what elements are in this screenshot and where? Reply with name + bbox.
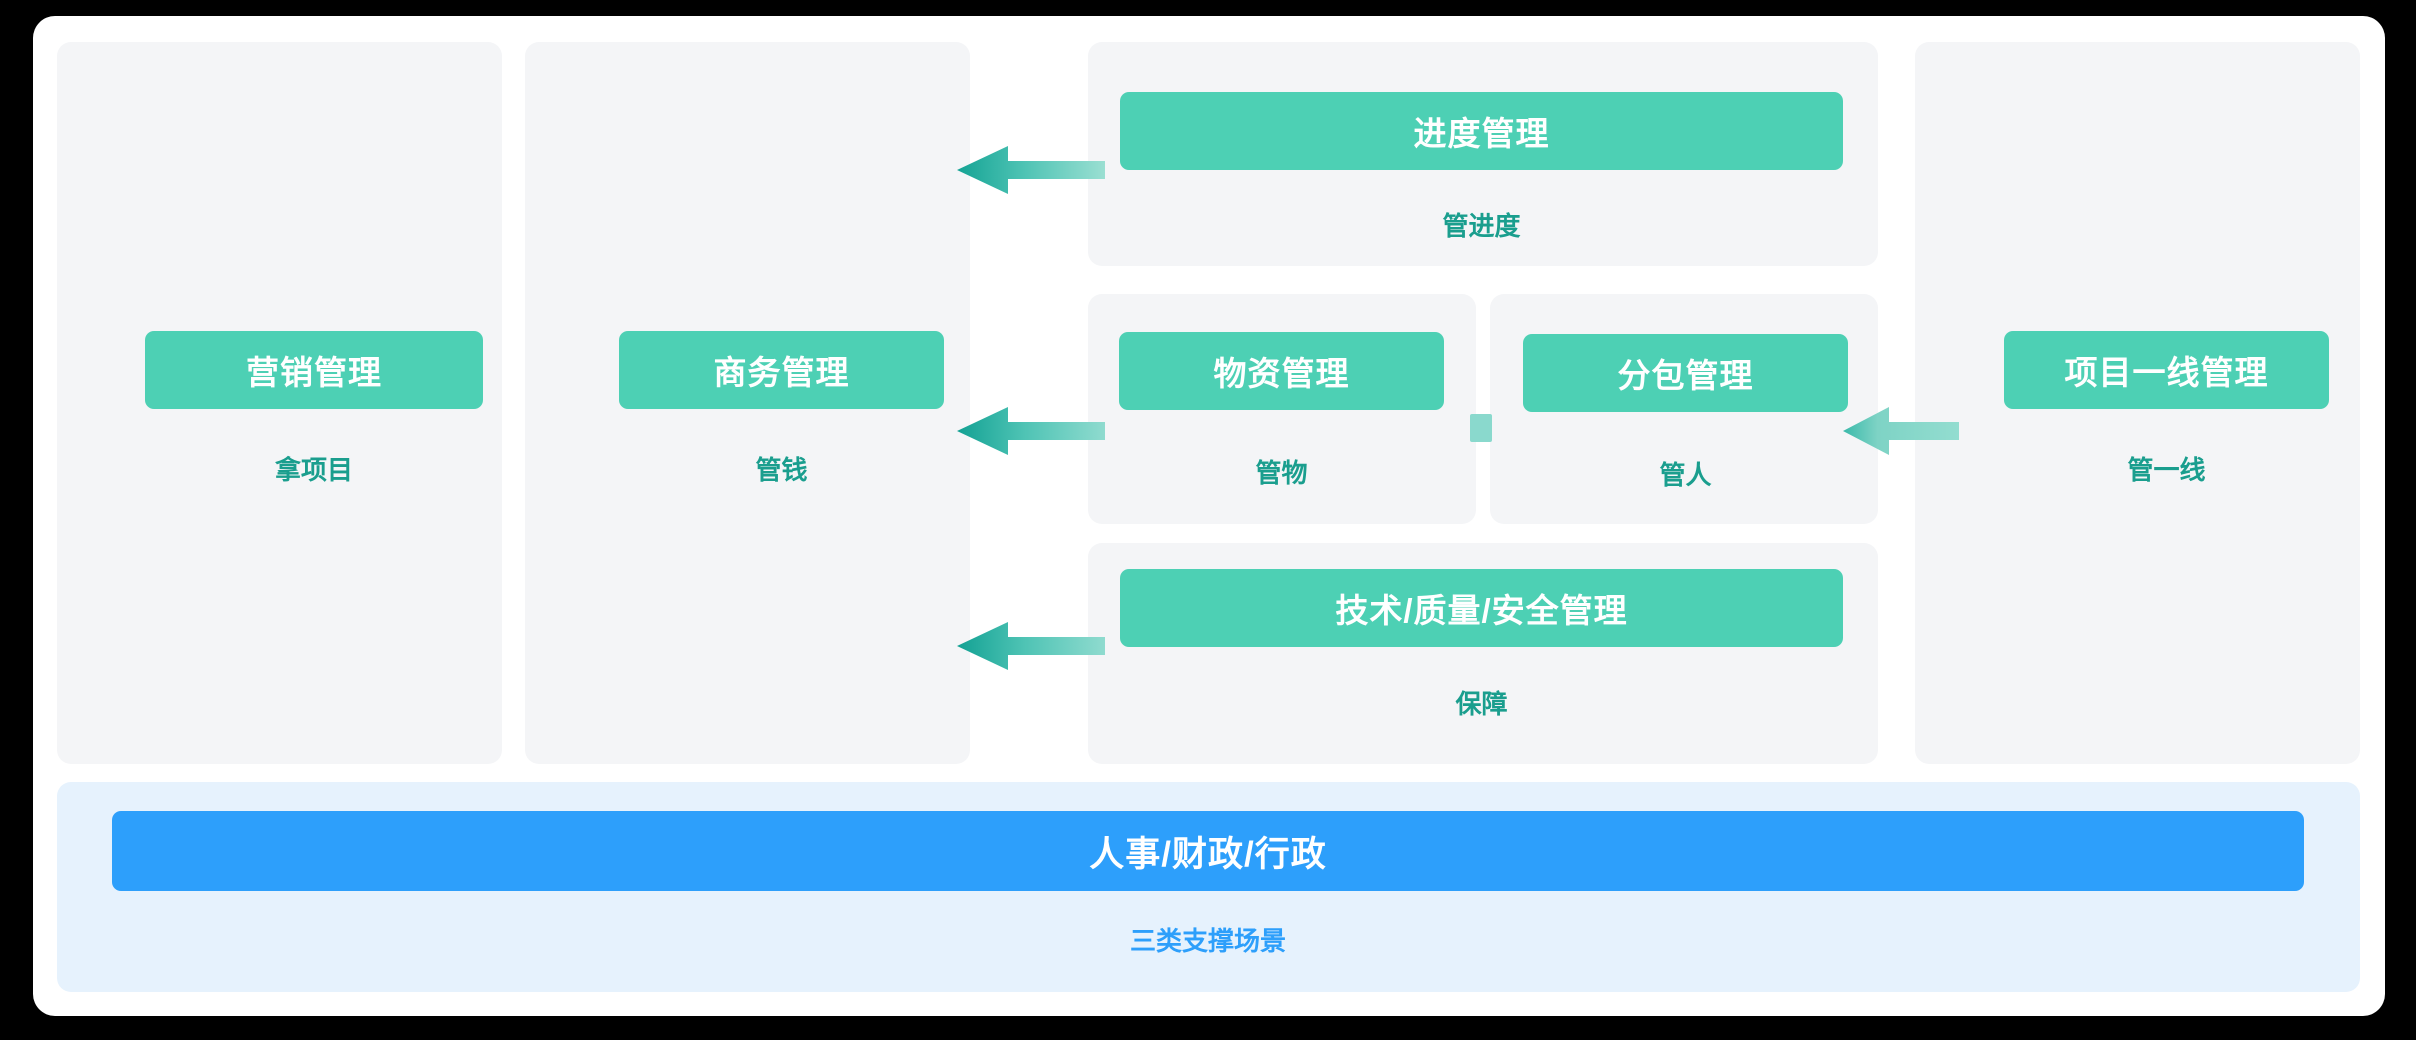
arrow-left-icon-tqs-to-commerce [953,616,1105,676]
pill-progress[interactable]: 进度管理 [1120,92,1843,170]
pill-commerce[interactable]: 商务管理 [619,331,944,409]
pill-marketing[interactable]: 营销管理 [145,331,483,409]
caption-support-scenarios: 三类支撑场景 [1129,926,1286,956]
pill-technical-quality-safety[interactable]: 技术/质量/安全管理 [1120,569,1843,647]
support-band: 人事/财政/行政 三类支撑场景 [57,782,2360,992]
arrow-left-icon-material-to-commerce [953,401,1105,461]
caption-technical-quality-safety: 保障 [1455,689,1508,719]
caption-commerce: 管钱 [755,455,808,485]
pill-frontline[interactable]: 项目一线管理 [2004,331,2329,409]
pill-support-hr-finance-admin[interactable]: 人事/财政/行政 [112,811,2304,891]
arrow-left-icon-frontline-to-subcontract [1839,401,1959,461]
caption-marketing: 拿项目 [274,455,353,485]
caption-frontline: 管一线 [2127,455,2206,485]
caption-material: 管物 [1255,458,1308,488]
pill-material[interactable]: 物资管理 [1119,332,1444,410]
connector-square-icon [1470,414,1492,442]
diagram-board: 营销管理 拿项目 商务管理 管钱 进度管理 管进度 物资管理 管物 分包管理 管… [33,16,2385,1016]
caption-subcontract: 管人 [1659,460,1712,490]
arrow-left-icon-progress-to-commerce [953,140,1105,200]
caption-progress: 管进度 [1442,211,1521,241]
pill-subcontract[interactable]: 分包管理 [1523,334,1848,412]
